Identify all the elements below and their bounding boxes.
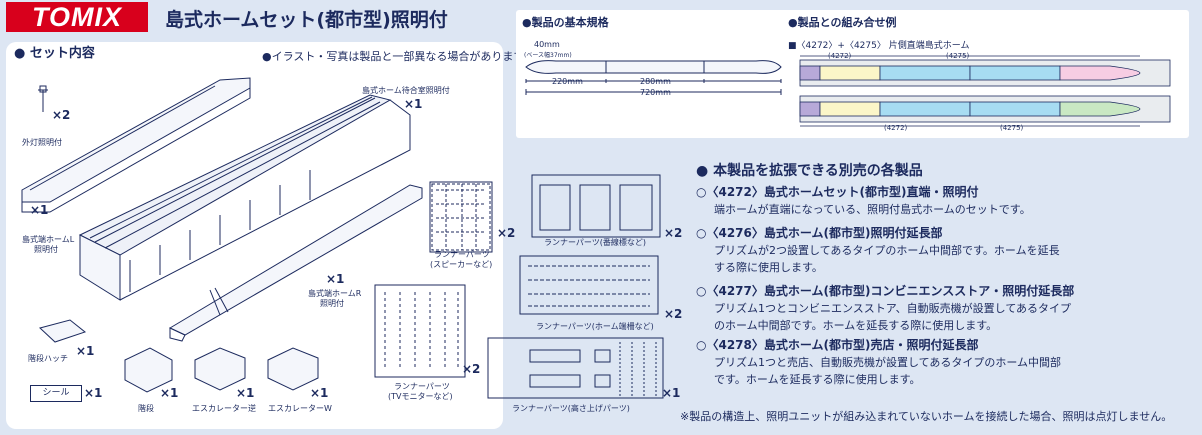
- runner-speaker-qty: ×2: [497, 226, 516, 240]
- escalator-rev-label: エスカレーター逆: [192, 404, 256, 413]
- expansion-item-4276-desc2: する際に使用します。: [714, 261, 823, 274]
- escalator-rev-qty: ×1: [236, 386, 255, 400]
- spec-seg1: 220mm: [552, 77, 583, 86]
- combo-heading: ●製品との組み合せ例: [788, 16, 897, 29]
- escalator-w-qty: ×1: [310, 386, 329, 400]
- spec-seg2: 280mm: [640, 77, 671, 86]
- end-platform-r-qty: ×1: [326, 272, 345, 286]
- expansion-item-4277-desc1: プリズム1つとコンビニエンスストア、自動販売機が設置してあるタイプ: [714, 302, 1072, 315]
- spec-width: 40mm: [534, 40, 560, 49]
- runner-parts-illustration: [374, 174, 664, 399]
- expansion-heading: ● 本製品を拡張できる別売の各製品: [696, 163, 923, 179]
- page-title: 島式ホームセット(都市型)照明付: [165, 9, 448, 31]
- expansion-item-4272-desc: 端ホームが直端になっている、照明付島式ホームのセットです。: [714, 203, 1031, 216]
- expansion-item-4278-desc1: プリズム1つと売店、自動販売機が設置してあるタイプのホーム中間部: [714, 356, 1062, 369]
- seal-label: シール: [30, 385, 82, 402]
- end-platform-l-label: 島式端ホームL: [22, 235, 75, 244]
- combo-diagram: [799, 55, 1171, 127]
- hatch-qty: ×1: [76, 344, 95, 358]
- runner-tv-qty: ×2: [462, 362, 481, 376]
- runner-height-qty: ×1: [662, 386, 681, 400]
- runner-fence-label: ランナーパーツ(ホーム端柵など): [536, 322, 654, 331]
- hatch-label: 階段ハッチ: [28, 354, 68, 363]
- runner-tv-label2: (TVモニターなど): [388, 392, 453, 401]
- lighting-footnote: ※製品の構造上、照明ユニットが組み込まれていないホームを接続した場合、照明は点灯…: [680, 410, 1173, 423]
- runner-fence-qty: ×2: [664, 307, 683, 321]
- lamp-label: 外灯照明付: [22, 138, 62, 147]
- combo-label-a-top: (4272): [828, 52, 852, 60]
- spec-width-note: (ベース幅37mm): [524, 52, 572, 59]
- waiting-platform-label: 島式ホーム待合室照明付: [362, 86, 450, 95]
- expansion-item-4276-desc1: プリズムが2つ設置してあるタイプのホーム中間部です。ホームを延長: [714, 244, 1060, 257]
- expansion-item-4278-desc2: です。ホームを延長する際に使用します。: [714, 373, 921, 386]
- expansion-item-4276-title: ○〈4276〉島式ホーム(都市型)照明付延長部: [696, 226, 943, 240]
- combo-subtitle: ■〈4272〉+〈4275〉 片側直端島式ホーム: [788, 41, 970, 51]
- set-contents-heading: ● セット内容: [14, 46, 95, 61]
- spec-diagram: [525, 60, 782, 95]
- runner-height-label: ランナーパーツ(高さ上げパーツ): [512, 404, 630, 413]
- platform-illustration: [21, 77, 493, 393]
- combo-label-b-bottom: (4275): [1000, 124, 1024, 132]
- runner-sign-qty: ×2: [664, 226, 683, 240]
- expansion-item-4277-desc2: のホーム中間部です。ホームを延長する際に使用します。: [714, 319, 998, 332]
- spec-heading: ●製品の基本規格: [522, 16, 609, 29]
- escalator-w-label: エスカレーターW: [268, 404, 332, 413]
- seal-qty: ×1: [84, 386, 103, 400]
- end-platform-l-qty: ×1: [30, 203, 49, 217]
- combo-label-b-top: (4275): [946, 52, 970, 60]
- stairs-qty: ×1: [160, 386, 179, 400]
- stairs-label: 階段: [138, 404, 154, 413]
- runner-speaker-label: ランナーパーツ: [434, 250, 490, 259]
- end-platform-r-label: 島式端ホームR: [308, 289, 362, 298]
- lamp-qty: ×2: [52, 108, 71, 122]
- expansion-item-4278-title: ○〈4278〉島式ホーム(都市型)売店・照明付延長部: [696, 338, 979, 352]
- runner-speaker-label2: (スピーカーなど): [430, 260, 493, 269]
- brand-logo: TOMIX: [6, 2, 148, 32]
- combo-label-a-bottom: (4272): [884, 124, 908, 132]
- waiting-platform-qty: ×1: [404, 97, 423, 111]
- end-platform-r-label2: 照明付: [320, 299, 344, 308]
- runner-sign-label: ランナーパーツ(番線標など): [544, 238, 647, 247]
- illustration-note: ●イラスト・写真は製品と一部異なる場合があります。: [262, 50, 535, 63]
- expansion-item-4277-title: ○〈4277〉島式ホーム(都市型)コンビニエンスストア・照明付延長部: [696, 284, 1075, 298]
- end-platform-l-label2: 照明付: [34, 245, 58, 254]
- spec-total: 720mm: [640, 88, 671, 97]
- runner-tv-label: ランナーパーツ: [394, 382, 450, 391]
- expansion-item-4272-title: ○〈4272〉島式ホームセット(都市型)直端・照明付: [696, 185, 979, 199]
